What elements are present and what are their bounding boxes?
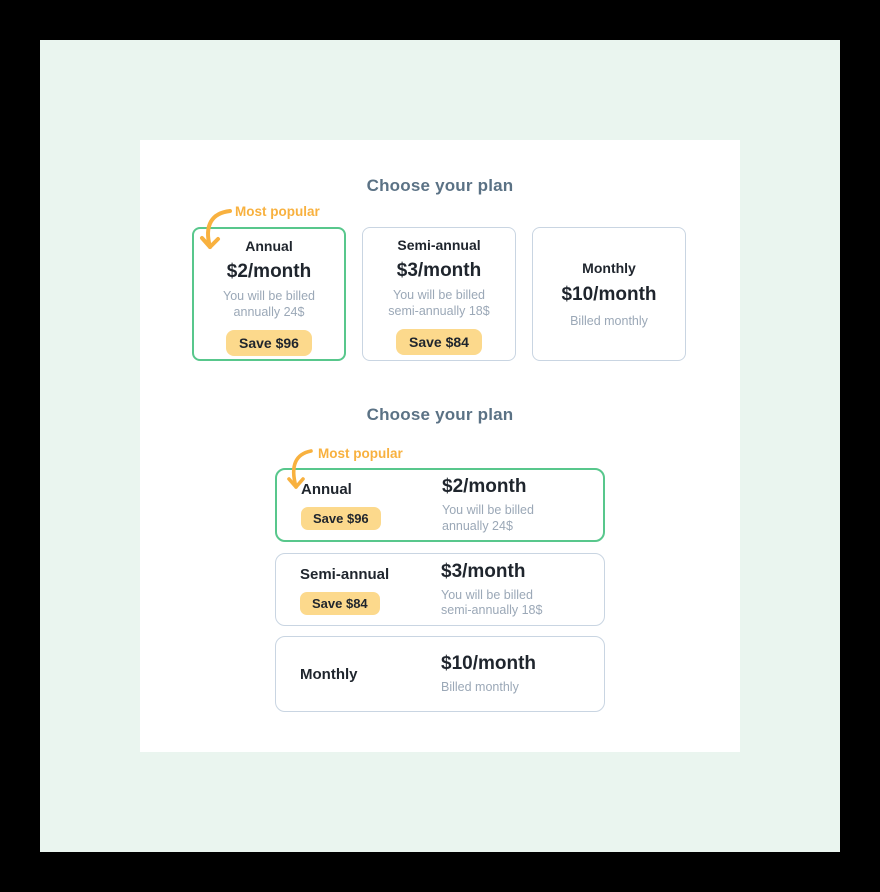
plan-description-line: You will be billed	[441, 587, 533, 602]
plan-name: Monthly	[582, 259, 636, 276]
plan-description-line: annually 24$	[442, 518, 513, 533]
save-badge: Save $84	[396, 329, 482, 355]
plan-description: Billed monthly	[441, 680, 580, 696]
save-badge: Save $96	[301, 507, 381, 530]
plan-price: $2/month	[226, 261, 312, 282]
content-panel: Choose your plan Most popular Annual $2/…	[140, 140, 740, 752]
plan-name: Semi-annual	[397, 237, 481, 253]
plan-row-left: Annual Save $96	[301, 480, 442, 530]
save-badge: Save $96	[226, 330, 312, 356]
plan-row-left: Monthly	[300, 665, 441, 684]
plan-description: You will be billed annually 24$	[442, 503, 579, 534]
plan-row-semi-annual[interactable]: Semi-annual Save $84 $3/month You will b…	[275, 553, 605, 626]
plan-price: $3/month	[396, 260, 482, 281]
plan-price: $2/month	[442, 476, 527, 497]
plan-description-line: You will be billed	[223, 289, 315, 303]
plan-description-line: annually 24$	[233, 304, 305, 319]
plan-description-line: semi-annually 18$	[388, 303, 490, 318]
cards-section-title: Choose your plan	[366, 176, 514, 195]
plan-row-annual[interactable]: Annual Save $96 $2/month You will be bil…	[275, 468, 605, 542]
save-badge: Save $84	[300, 591, 380, 615]
plan-description-line: Billed monthly	[441, 679, 519, 694]
plan-description-line: semi-annually 18$	[441, 603, 543, 617]
plan-cards-group: Annual $2/month You will be billed annua…	[192, 227, 686, 361]
plan-price: $3/month	[441, 560, 526, 582]
plan-description: Billed monthly	[570, 314, 648, 330]
most-popular-label: Most popular	[235, 204, 320, 219]
plan-name: Annual	[245, 238, 293, 254]
plan-card-semi-annual[interactable]: Semi-annual $3/month You will be billed …	[362, 227, 516, 361]
plan-name: Monthly	[300, 665, 358, 683]
plan-name: Annual	[301, 481, 352, 498]
plan-card-monthly[interactable]: Monthly $10/month Billed monthly	[532, 227, 686, 361]
plan-row-right: $2/month You will be billed annually 24$	[442, 476, 579, 534]
plan-description: You will be billed semi-annually 18$	[363, 288, 515, 319]
plan-row-right: $10/month Billed monthly	[441, 653, 580, 696]
plan-price: $10/month	[561, 283, 657, 305]
most-popular-arrow-icon	[287, 449, 313, 489]
most-popular-arrow-icon	[200, 209, 232, 249]
rows-section-title: Choose your plan	[366, 405, 514, 424]
plan-description-line: You will be billed	[442, 503, 534, 517]
plan-description-line: You will be billed	[393, 288, 485, 302]
plan-row-right: $3/month You will be billed semi-annuall…	[441, 561, 580, 619]
plan-description: You will be billed semi-annually 18$	[441, 588, 580, 619]
app-background: Choose your plan Most popular Annual $2/…	[40, 40, 840, 852]
plan-description: You will be billed annually 24$	[194, 289, 344, 320]
plan-price: $10/month	[441, 652, 537, 674]
most-popular-label: Most popular	[318, 446, 403, 461]
plan-row-left: Semi-annual Save $84	[300, 565, 441, 615]
plan-row-monthly[interactable]: Monthly $10/month Billed monthly	[275, 636, 605, 712]
plan-card-annual[interactable]: Annual $2/month You will be billed annua…	[192, 227, 346, 361]
plan-name: Semi-annual	[300, 565, 390, 583]
plan-description-line: Billed monthly	[570, 313, 648, 328]
